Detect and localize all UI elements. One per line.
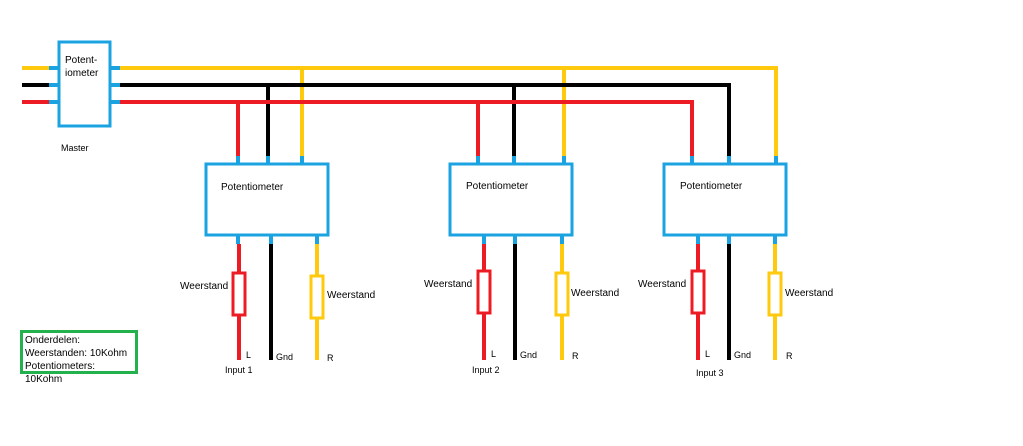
unit-3-right-resistor [767,271,783,317]
black-bus [110,83,731,162]
unit-1: Potentiometer Weerstand Weerstand L Gnd … [180,156,375,375]
unit-3: Potentiometer Weerstand Weerstand L Gnd … [638,156,833,378]
unit-2: Potentiometer Weerstand Weerstand L Gnd … [424,156,619,375]
parts-note-resistors: Weerstanden: 10Kohm [25,348,128,359]
unit-3-out-left: L [705,349,710,359]
master-label-line1: Potent- [65,55,97,66]
unit-2-potentiometer [448,162,574,237]
master-label-line2: iometer [65,68,99,79]
unit-3-left-resistor-label: Weerstand [638,279,686,290]
red-bus [110,100,240,162]
unit-2-pot-label: Potentiometer [466,181,529,192]
yellow-bus [110,66,778,162]
master-caption: Master [61,143,89,153]
unit-1-out-gnd: Gnd [276,352,293,362]
unit-2-left-resistor-label: Weerstand [424,279,472,290]
unit-3-right-resistor-label: Weerstand [785,288,833,299]
unit-1-potentiometer [204,162,330,237]
master-potentiometer: Potent- iometer [49,40,120,128]
unit-1-right-resistor [309,274,325,320]
parts-note-title: Onderdelen: [25,335,81,346]
unit-3-potentiometer [662,162,788,237]
unit-1-pot-label: Potentiometer [221,182,284,193]
unit-2-out-left: L [491,349,496,359]
unit-2-left-resistor [476,269,492,315]
parts-note-potentiometers: Potentiometers: 10Kohm [25,361,96,385]
unit-3-input-label: Input 3 [696,368,724,378]
unit-1-right-resistor-label: Weerstand [327,290,375,301]
unit-1-out-left: L [246,350,251,360]
unit-2-out-gnd: Gnd [520,350,537,360]
unit-1-out-right: R [327,353,334,363]
unit-3-pot-label: Potentiometer [680,181,743,192]
unit-2-right-resistor-label: Weerstand [571,288,619,299]
unit-1-left-resistor-label: Weerstand [180,281,228,292]
unit-3-out-gnd: Gnd [734,350,751,360]
unit-2-input-label: Input 2 [472,365,500,375]
unit-2-out-right: R [572,351,579,361]
parts-note: Onderdelen: Weerstanden: 10Kohm Potentio… [20,330,138,385]
unit-1-input-label: Input 1 [225,365,253,375]
bus-wires [110,66,778,162]
unit-1-left-resistor [231,271,247,317]
unit-3-out-right: R [786,351,793,361]
unit-2-right-resistor [554,271,570,317]
unit-3-left-resistor [690,269,706,315]
